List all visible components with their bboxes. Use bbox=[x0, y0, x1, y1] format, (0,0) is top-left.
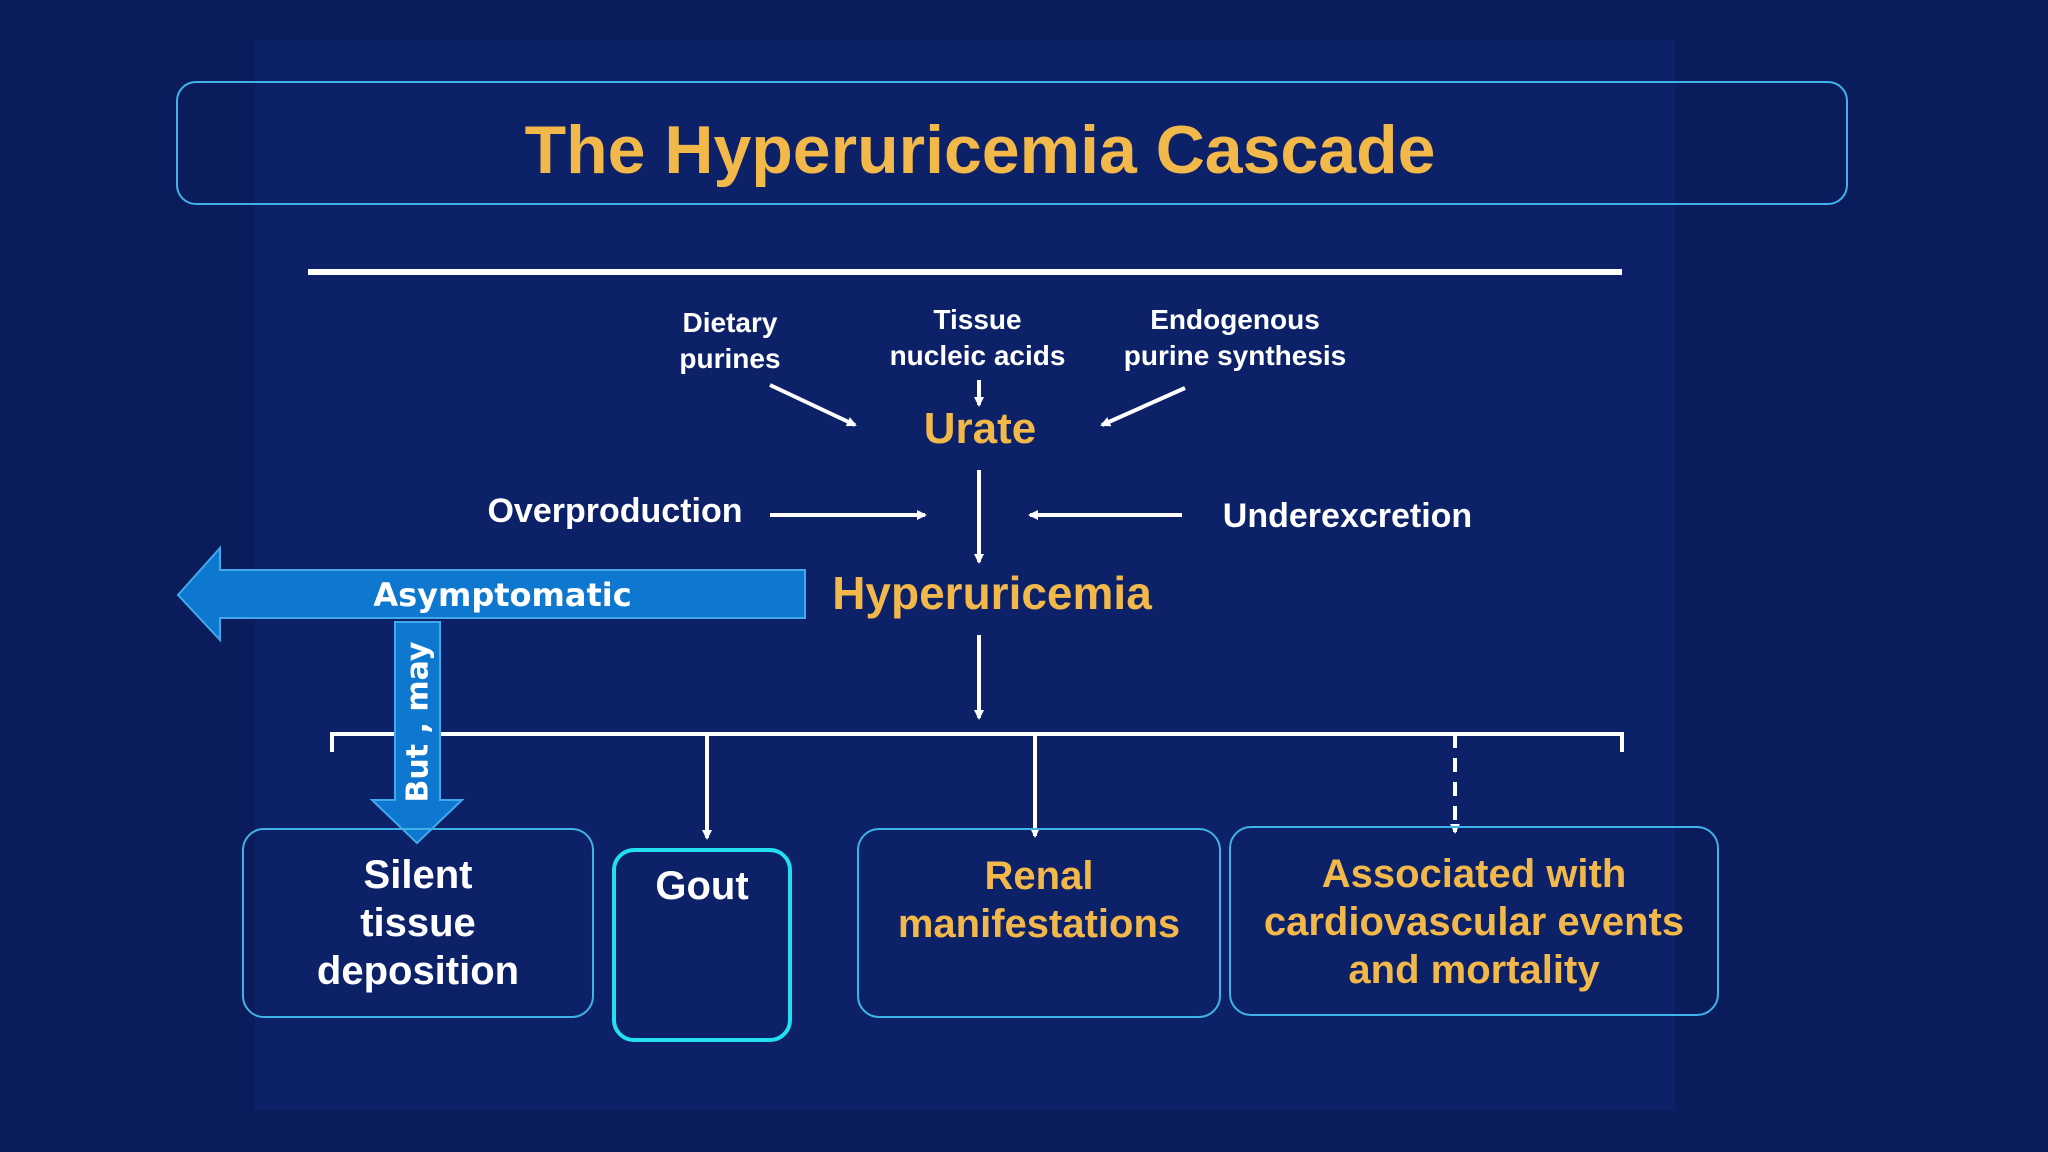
label-endogenous-purine-synthesis: Endogenous purine synthesis bbox=[1123, 304, 1347, 372]
label-dietary-purines: Dietary purines bbox=[679, 307, 781, 375]
title-box bbox=[176, 81, 1848, 205]
label-asymptomatic: Asymptomatic bbox=[373, 576, 632, 614]
box-silent-tissue-deposition: Silent tissue deposition bbox=[242, 828, 594, 1018]
label-overproduction: Overproduction bbox=[487, 492, 743, 530]
box-gout-label: Gout bbox=[655, 864, 749, 908]
page-title: The Hyperuricemia Cascade bbox=[524, 112, 1436, 188]
arrow-endogenous-to-urate bbox=[1100, 386, 1186, 427]
label-urate: Urate bbox=[923, 404, 1037, 453]
branch-bar bbox=[330, 732, 1624, 752]
but-may-arrow bbox=[369, 621, 465, 845]
box-renal-label: Renal manifestations bbox=[897, 854, 1181, 946]
box-renal-manifestations: Renal manifestations bbox=[857, 828, 1221, 1018]
label-hyperuricemia: Hyperuricemia bbox=[832, 567, 1152, 619]
label-tissue-nucleic-acids: Tissue nucleic acids bbox=[889, 304, 1066, 372]
asymptomatic-arrow bbox=[176, 545, 806, 643]
label-underexcretion: Underexcretion bbox=[1222, 497, 1473, 535]
label-but-may-text: But , may bbox=[400, 641, 436, 803]
box-cardio-label: Associated with cardiovascular events an… bbox=[1263, 852, 1685, 992]
box-gout: Gout bbox=[612, 848, 792, 1042]
box-silent-label: Silent tissue deposition bbox=[316, 853, 520, 993]
arrow-dietary-to-urate bbox=[769, 383, 857, 427]
box-cardiovascular: Associated with cardiovascular events an… bbox=[1229, 826, 1719, 1016]
